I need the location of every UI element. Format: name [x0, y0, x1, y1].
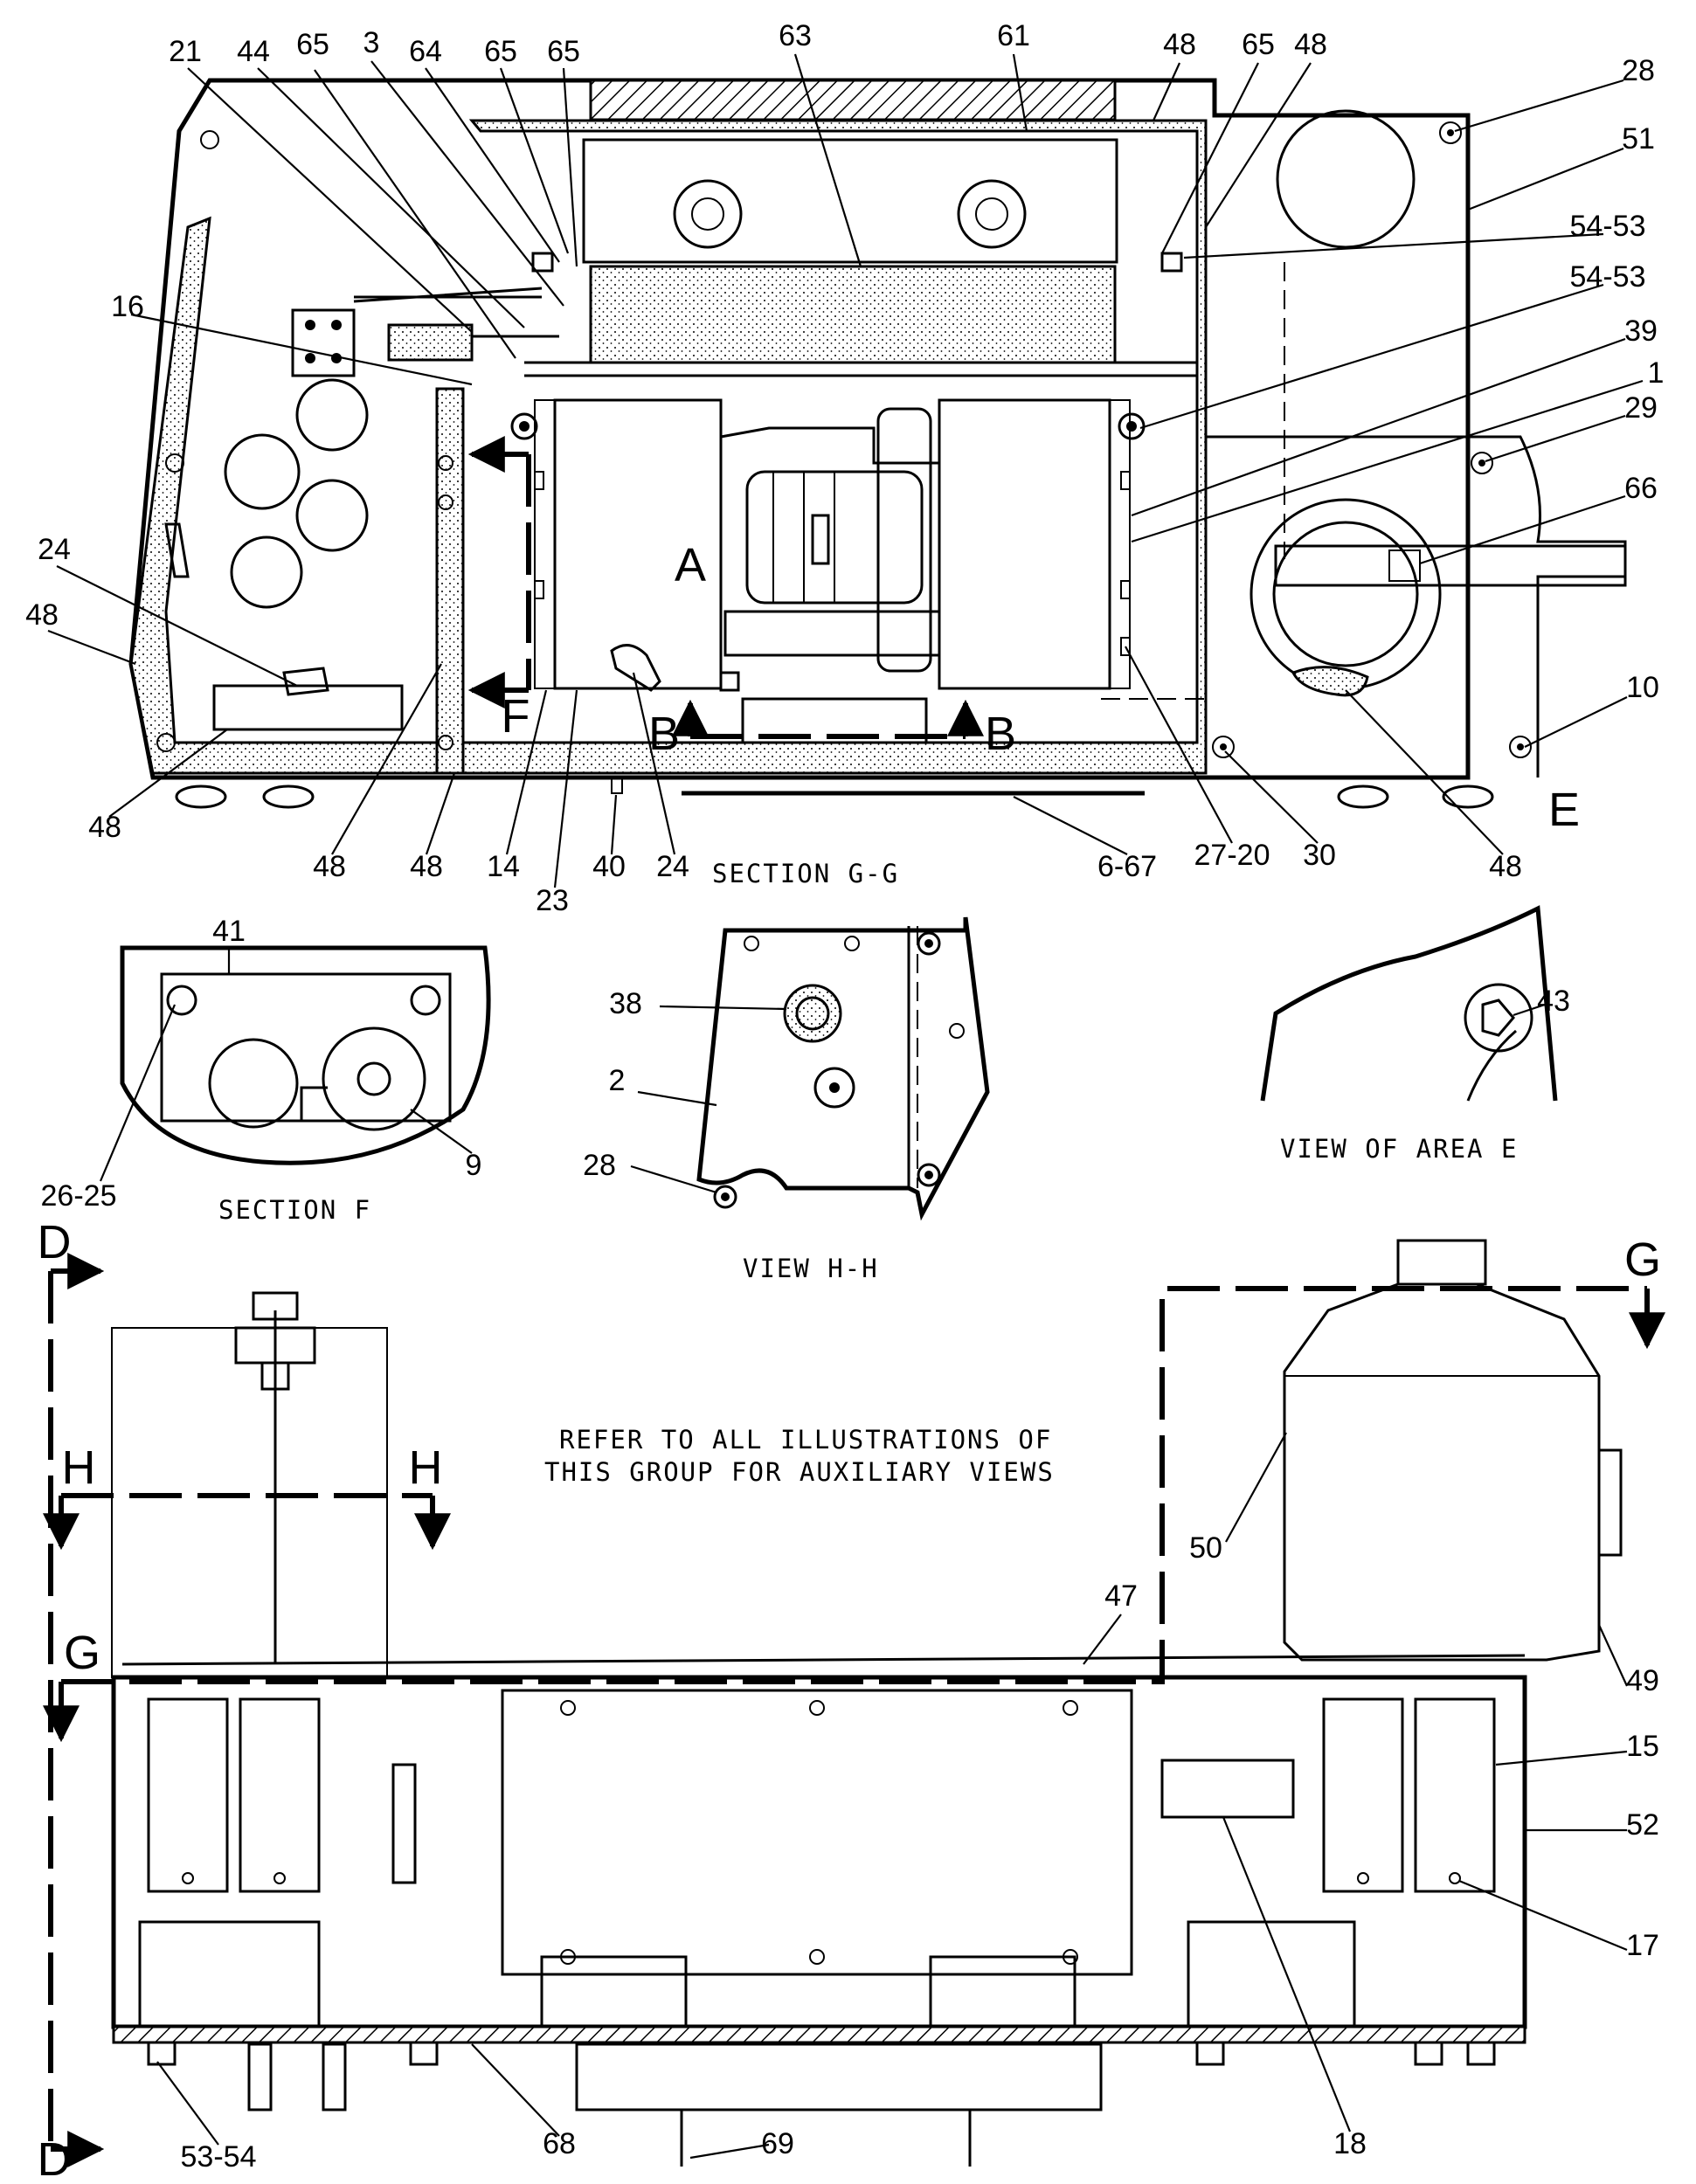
caption-view-area-e: VIEW OF AREA E — [1280, 1134, 1518, 1164]
callout-52: 52 — [1626, 1808, 1659, 1842]
callout-26-25: 26-25 — [41, 1179, 117, 1213]
view-dd — [43, 1239, 1665, 2167]
callout-10: 10 — [1626, 671, 1659, 704]
section-letter-H: H — [62, 1441, 96, 1494]
callout-30: 30 — [1303, 839, 1336, 872]
callout-14: 14 — [487, 850, 520, 883]
section-f-view — [99, 945, 491, 1182]
section-letters: A B B F E D D G G H H — [38, 539, 1662, 2184]
callout-68: 68 — [543, 2127, 576, 2160]
section-letter-H: H — [409, 1441, 443, 1494]
callout-47: 47 — [1104, 1579, 1138, 1613]
view-area-e — [1260, 905, 1558, 1102]
callout-27-20: 27-20 — [1194, 839, 1270, 872]
view-hh — [630, 916, 990, 1221]
section-letter-G: G — [64, 1627, 100, 1679]
callout-29: 29 — [1624, 391, 1658, 425]
callout-28: 28 — [1622, 54, 1655, 87]
callout-40: 40 — [592, 850, 626, 883]
caption-view-hh: VIEW H-H — [743, 1254, 879, 1283]
right-filter-block — [938, 398, 1111, 690]
callout-48: 48 — [88, 811, 121, 844]
callout-15: 15 — [1626, 1730, 1659, 1763]
caption-section-gg: SECTION G-G — [712, 859, 899, 888]
callout-24: 24 — [656, 850, 689, 883]
section-letter-D: D — [38, 1216, 72, 1268]
callout-1: 1 — [1648, 356, 1665, 390]
top-cap-hatched — [589, 79, 1117, 121]
callout-49: 49 — [1626, 1664, 1659, 1697]
section-letter-F: F — [502, 690, 530, 743]
callout-54-53: 54-53 — [1570, 210, 1646, 243]
callout-63: 63 — [779, 19, 812, 52]
callout-41: 41 — [212, 915, 246, 948]
callout-53-54: 53-54 — [181, 2140, 257, 2174]
callout-48: 48 — [410, 850, 443, 883]
callout-39: 39 — [1624, 314, 1658, 348]
callout-64: 64 — [409, 35, 442, 68]
callout-24: 24 — [38, 533, 71, 566]
note-line-1: REFER TO ALL ILLUSTRATIONS OF — [559, 1425, 1052, 1455]
callout-28: 28 — [583, 1149, 616, 1182]
insulation-frame — [129, 119, 1208, 775]
callout-16: 16 — [111, 290, 144, 323]
section-letter-B: B — [648, 708, 680, 760]
callout-3: 3 — [363, 26, 380, 59]
note-line-2: THIS GROUP FOR AUXILIARY VIEWS — [544, 1457, 1055, 1487]
callout-50: 50 — [1189, 1531, 1222, 1565]
section-letter-G: G — [1624, 1234, 1661, 1286]
callout-65: 65 — [547, 35, 580, 68]
callout-44: 44 — [237, 35, 270, 68]
callout-66: 66 — [1624, 472, 1658, 505]
callout-54-53: 54-53 — [1570, 260, 1646, 294]
callout-2: 2 — [609, 1064, 626, 1097]
callout-48: 48 — [1294, 28, 1327, 61]
caption-section-f: SECTION F — [218, 1195, 371, 1225]
callout-69: 69 — [761, 2127, 794, 2160]
section-letter-B: B — [985, 708, 1016, 760]
callout-18: 18 — [1333, 2127, 1367, 2160]
callout-21: 21 — [169, 35, 202, 68]
callout-23: 23 — [536, 884, 569, 917]
section-letter-E: E — [1548, 784, 1580, 836]
callout-17: 17 — [1626, 1929, 1659, 1962]
callout-43: 43 — [1537, 985, 1570, 1018]
callout-48: 48 — [1489, 850, 1522, 883]
callout-61: 61 — [997, 19, 1030, 52]
callout-9: 9 — [466, 1149, 482, 1182]
callout-65: 65 — [296, 28, 329, 61]
callout-65: 65 — [1242, 28, 1275, 61]
callout-48: 48 — [313, 850, 346, 883]
callout-51: 51 — [1622, 122, 1655, 156]
callout-48: 48 — [1163, 28, 1196, 61]
section-gg-view — [128, 78, 1627, 809]
leader-lines-bottom — [156, 1432, 1629, 2160]
callout-38: 38 — [609, 987, 642, 1020]
section-letter-A: A — [675, 539, 706, 591]
callout-48: 48 — [25, 598, 59, 632]
leader-lines-top — [47, 53, 1644, 888]
callout-65: 65 — [484, 35, 517, 68]
callout-6-67: 6-67 — [1097, 850, 1157, 883]
section-letter-D: D — [38, 2133, 72, 2184]
